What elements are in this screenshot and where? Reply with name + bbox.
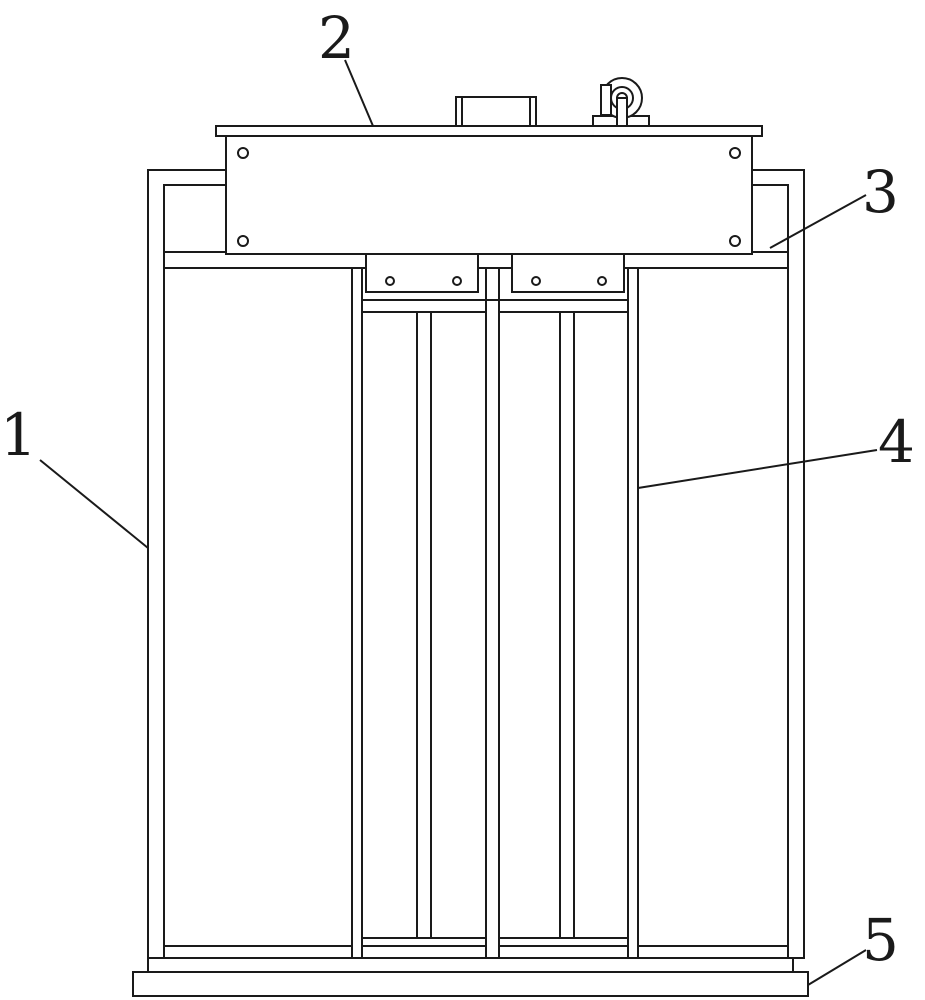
leader-2 — [344, 59, 374, 127]
side-posts — [351, 267, 639, 959]
leader-3 — [769, 194, 867, 249]
callout-4: 4 — [878, 408, 915, 476]
callout-3: 3 — [862, 158, 899, 226]
guide-rails — [361, 299, 629, 959]
drive-box — [215, 77, 763, 255]
callout-5: 5 — [862, 906, 899, 974]
callout-2: 2 — [318, 4, 355, 72]
leader-lines — [39, 59, 878, 986]
leader-5 — [807, 949, 867, 986]
leader-4 — [637, 449, 878, 489]
hanger-brackets — [362, 253, 628, 301]
base-plate — [132, 957, 809, 997]
leader-1 — [39, 459, 149, 549]
callout-1: 1 — [0, 401, 37, 469]
callout-labels: 1 2 3 4 5 — [0, 4, 915, 974]
